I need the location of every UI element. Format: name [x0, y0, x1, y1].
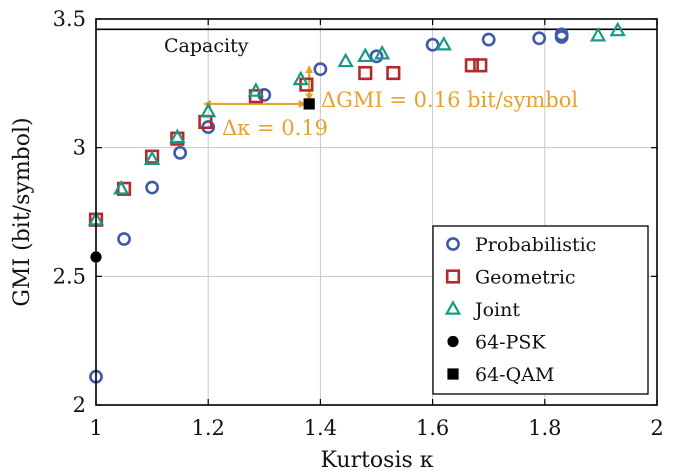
- data-point: [143, 150, 161, 165]
- data-point: [357, 47, 374, 63]
- data-point: [169, 128, 186, 144]
- axis-ticks: 1 1.2 1.4 1.6 1.8 2 2 2.5 3 3.5: [53, 7, 664, 440]
- x-axis-label: Kurtosis κ: [320, 448, 433, 473]
- legend-label: 64-QAM: [475, 364, 554, 386]
- plot-frame: [95, 18, 658, 406]
- data-point: [386, 65, 401, 81]
- legend-marker: [447, 368, 459, 380]
- series-64-qam: [303, 98, 315, 110]
- data-point: [358, 65, 373, 81]
- y-tick-label: 3.5: [53, 7, 86, 31]
- legend-marker: [446, 237, 460, 251]
- capacity-label: Capacity: [164, 35, 249, 57]
- y-tick-label: 2: [73, 393, 86, 417]
- data-point: [247, 82, 265, 97]
- legend-marker: [444, 300, 462, 315]
- data-point: [173, 145, 188, 160]
- y-axis-label: GMI (bit/symbol): [10, 117, 35, 306]
- data-point: [464, 58, 479, 73]
- y-tick-label: 3: [73, 136, 86, 160]
- legend-label: 64-PSK: [475, 332, 546, 354]
- data-point: [145, 180, 159, 195]
- data-point: [609, 21, 626, 37]
- x-tick-label: 1: [89, 416, 102, 440]
- data-point: [313, 62, 328, 77]
- legend-label: Geometric: [475, 267, 576, 289]
- x-tick-label: 1.4: [304, 416, 337, 440]
- delta-gmi-label: ΔGMI = 0.16 bit/symbol: [321, 88, 578, 112]
- legend-label: Joint: [473, 299, 520, 321]
- data-point: [481, 32, 496, 47]
- data-point: [337, 52, 354, 68]
- delta-kappa-label: Δκ = 0.19: [222, 116, 328, 140]
- data-point: [292, 70, 309, 86]
- data-point: [113, 179, 130, 195]
- x-tick-label: 1.8: [528, 416, 561, 440]
- data-point: [532, 31, 547, 46]
- annotations: Δκ = 0.19 ΔGMI = 0.16 bit/symbol: [203, 65, 578, 140]
- data-point: [303, 98, 315, 110]
- data-point: [117, 232, 131, 246]
- legend-marker: [447, 335, 459, 348]
- legend-label: Probabilistic: [475, 234, 596, 256]
- data-point: [369, 49, 384, 64]
- y-tick-label: 2.5: [53, 264, 86, 288]
- x-tick-label: 2: [650, 416, 663, 440]
- data-point: [373, 44, 391, 60]
- data-point: [473, 58, 488, 73]
- data-point: [589, 26, 607, 42]
- x-tick-label: 1.6: [416, 416, 449, 440]
- data-point: [435, 35, 452, 51]
- data-point: [554, 27, 569, 42]
- legend-marker: [445, 269, 461, 284]
- data-point: [200, 102, 217, 118]
- data-point: [425, 37, 440, 52]
- legend-box: [432, 225, 649, 395]
- x-tick-label: 1.2: [191, 416, 224, 440]
